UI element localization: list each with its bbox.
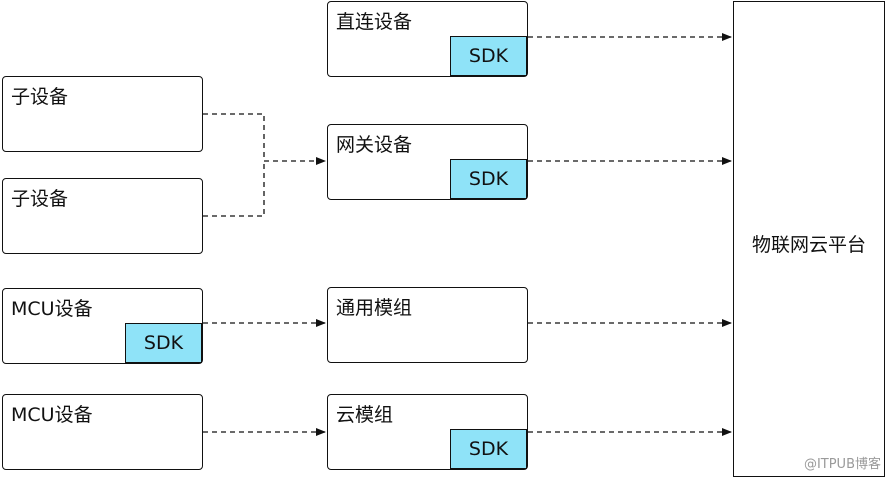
node-direct-device: 直连设备 SDK — [327, 1, 528, 77]
node-mcu-device-2: MCU设备 — [2, 394, 203, 470]
sdk-badge-cloud-module: SDK — [450, 429, 527, 469]
node-direct-device-label: 直连设备 — [336, 11, 413, 33]
edge-sub1-gateway — [203, 113, 265, 161]
node-iot-platform-label: 物联网云平台 — [751, 234, 866, 256]
node-mcu-device-1-label: MCU设备 — [11, 298, 93, 320]
node-gateway-device: 网关设备 SDK — [327, 124, 528, 200]
edge-sub2-gateway — [203, 161, 265, 217]
node-gateway-device-label: 网关设备 — [336, 134, 413, 156]
sdk-badge-mcu: SDK — [125, 323, 202, 363]
node-sub-device-2: 子设备 — [2, 178, 203, 254]
node-mcu-device-2-label: MCU设备 — [11, 404, 93, 426]
sdk-badge-direct: SDK — [450, 36, 527, 76]
node-mcu-device-1: MCU设备 SDK — [2, 288, 203, 364]
node-sub-device-1-label: 子设备 — [11, 86, 69, 108]
node-general-module: 通用模组 — [327, 287, 528, 363]
watermark: @ITPUB博客 — [803, 457, 881, 472]
node-sub-device-2-label: 子设备 — [11, 188, 69, 210]
sdk-badge-gateway: SDK — [450, 159, 527, 199]
node-iot-platform: 物联网云平台 — [733, 1, 885, 477]
node-cloud-module: 云模组 SDK — [327, 394, 528, 470]
node-sub-device-1: 子设备 — [2, 76, 203, 152]
node-cloud-module-label: 云模组 — [336, 404, 394, 426]
node-general-module-label: 通用模组 — [336, 297, 413, 319]
